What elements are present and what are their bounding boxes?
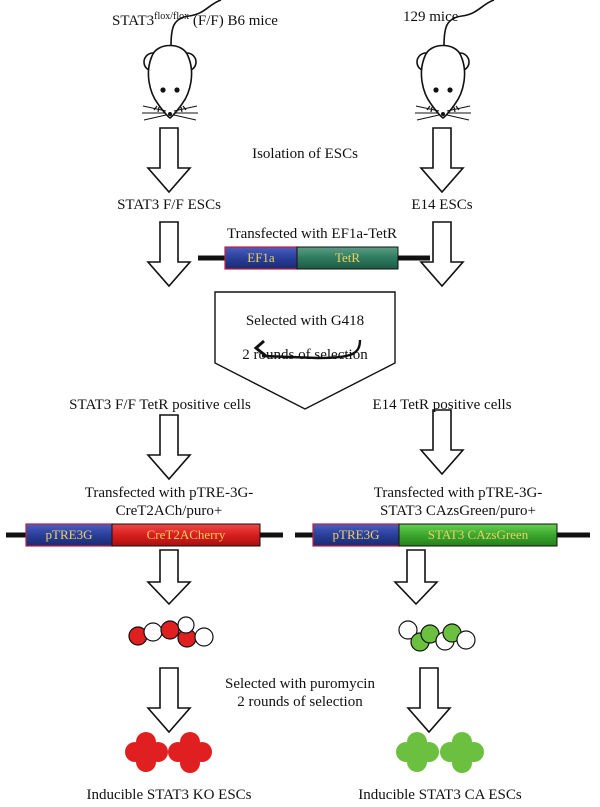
isolation-label: Isolation of ESCs [252,146,358,162]
left-transfect-line1: Transfected with pTRE-3G- [84,485,254,501]
left-mixed-cells [128,616,214,648]
right-tetr-cells-label: E14 TetR positive cells [372,397,512,413]
arrow-right-4 [394,549,438,605]
right-mixed-cells [398,620,476,652]
right-ptre3g-label: pTRE3G [332,527,380,542]
left-transfect-line2: CreT2ACh/puro+ [115,503,223,519]
tetr-transfect-label: Transfected with EF1a-TetR [226,226,398,242]
left-ptre3g-label: pTRE3G [45,527,93,542]
right-transfect-line1: Transfected with pTRE-3G- [373,485,543,501]
ko-escs-label: Inducible STAT3 KO ESCs [86,787,252,803]
arrow-left-1 [147,127,191,193]
arrow-left-3 [147,414,191,480]
zsgreen-label: STAT3 CAzsGreen [427,527,529,542]
ef1a-label: EF1a [247,250,275,265]
cre-segment [111,523,261,547]
right-transfect-line2: STAT3 CAzsGreen/puro+ [380,503,536,519]
tetr-label: TetR [334,250,361,265]
cre-label: CreT2ACherry [146,527,226,542]
b6-mice-label: STAT3flox/flox (F/F) B6 mice [112,11,278,29]
arrow-right-2 [420,221,464,287]
tetr-segment [296,246,399,270]
g418-label: Selected with G418 [245,313,365,329]
g418-rounds-label: 2 rounds of selection [242,347,368,363]
ca-escs-label: Inducible STAT3 CA ESCs [358,787,522,803]
ko-colonies [125,732,212,773]
g418-selection-box [214,291,396,410]
zsgreen-segment [398,523,558,547]
puro-label: Selected with puromycin [225,676,375,692]
left-tetr-cells-label: STAT3 F/F TetR positive cells [69,397,251,413]
arrow-right-1 [420,127,464,193]
ca-colonies [396,732,484,773]
left-escs-label: STAT3 F/F ESCs [117,197,221,213]
puro-rounds-label: 2 rounds of selection [237,694,363,710]
g418-cycle-arrow [261,339,362,360]
129-mice-label: 129 mice [403,9,459,25]
arrow-right-5 [407,667,451,733]
arrow-left-5 [147,667,191,733]
arrow-left-2 [147,221,191,287]
right-escs-label: E14 ESCs [411,197,473,213]
arrow-right-3 [420,409,464,475]
g418-cycle-arrowhead [253,339,267,358]
arrow-left-4 [147,549,191,605]
